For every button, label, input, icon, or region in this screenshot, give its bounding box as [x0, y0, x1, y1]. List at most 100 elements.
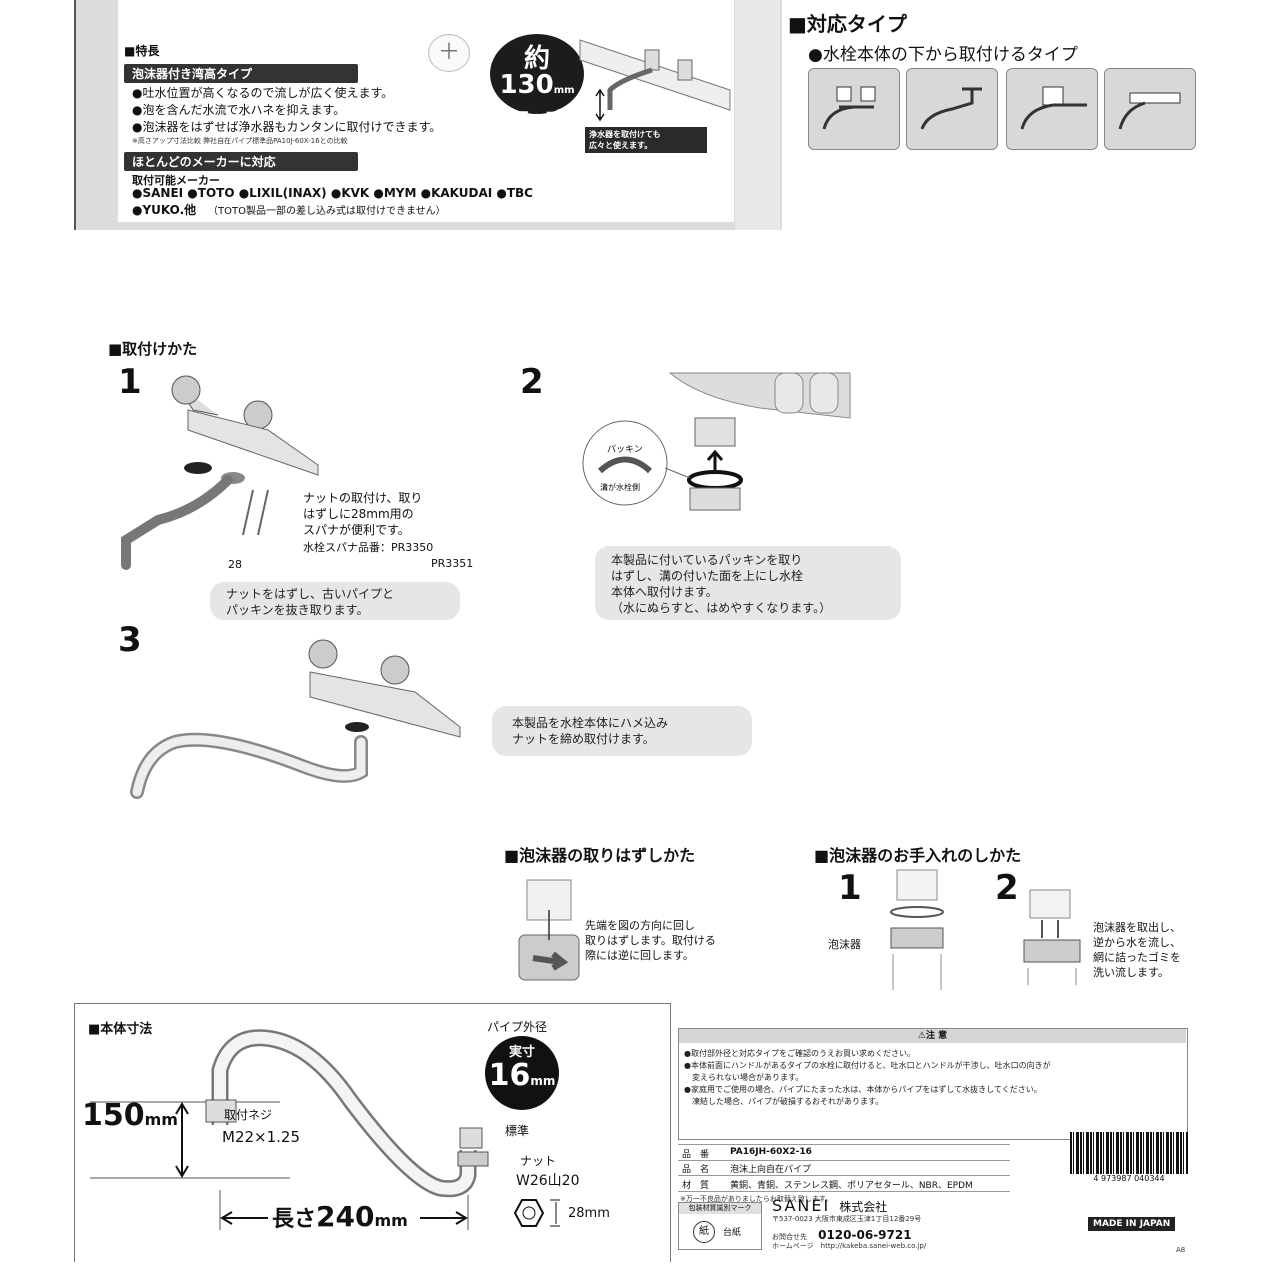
removal-text: 先端を図の方向に回し 取りはずします。取付ける 際には逆に回します。 — [585, 918, 716, 963]
spec-label: 品 名 — [682, 1165, 710, 1175]
nut-label: ナット — [520, 1154, 557, 1168]
note1-line-1: ナットをはずし、古いパイプと — [226, 587, 395, 601]
makers-yuko: ●YUKO.他 — [132, 203, 197, 217]
makers-line-2: ●YUKO.他 （TOTO製品一部の差し込み式は取付けできません） — [132, 201, 446, 218]
type-tile-2 — [906, 68, 998, 150]
purifier-tag-line-2: 広々と使えます。 — [589, 141, 653, 150]
plus-icon: ＋ — [437, 40, 460, 65]
barcode-bars — [1070, 1132, 1188, 1174]
company-web: ホームページ http://kakeba.sanei-web.co.jp/ — [772, 1242, 927, 1250]
spec-value: 泡沫上向自在パイプ — [730, 1165, 812, 1175]
care-text-line-4: 洗い流します。 — [1093, 966, 1169, 979]
purifier-tag: 浄水器を取付けても 広々と使えます。 — [585, 127, 707, 153]
feature-bar-aerator: 泡沫器付き湾高タイプ — [124, 64, 358, 83]
wrench-size: 28 — [228, 558, 242, 571]
wrench-text: ナットの取付け、取り はずしに28mm用の スパナが便利です。 水栓スパナ品番：… — [303, 490, 473, 572]
care-step-2: 2 — [995, 868, 1019, 908]
recycle-box: 包装材質識別マーク 紙 台紙 — [678, 1202, 762, 1250]
care-step-1: 1 — [838, 868, 862, 908]
makers-title: 取付可能メーカー — [132, 174, 220, 187]
pipe-od-label: パイプ外径 — [487, 1020, 548, 1034]
faucet-sink-illustration — [579, 39, 731, 122]
features-side — [735, 0, 780, 230]
caution-line-3: 変えられない場合があります。 — [684, 1073, 804, 1082]
thread-label: 取付ネジ — [224, 1108, 273, 1122]
wrench-code-2: PR3351 — [431, 557, 474, 570]
feature-note: ※高さアップ寸法比較 弊社自在パイプ標準品PA10J-60X-16との比較 — [132, 137, 348, 145]
od-badge: 実寸 16mm — [485, 1036, 559, 1110]
makers-line-1: ●SANEI ●TOTO ●LIXIL(INAX) ●KVK ●MYM ●KAK… — [132, 186, 533, 200]
feature-bullet-3: ●泡沫器をはずせば浄水器もカンタンに取付けできます。 — [132, 120, 442, 134]
company-name: SANEI 株式会社 — [772, 1196, 887, 1215]
groove-label: 溝が水栓側 — [600, 483, 640, 492]
od-badge-value: 16 — [488, 1058, 531, 1093]
removal-text-line-3: 際には逆に回します。 — [585, 949, 694, 962]
thread-value: M22×1.25 — [222, 1128, 300, 1146]
packing-label: パッキン — [607, 445, 643, 455]
feature-bullet-2: ●泡を含んだ水流で水ハネを抑えます。 — [132, 103, 346, 117]
faucet-wall-icon — [1118, 92, 1181, 130]
note2-line-4: （水にぬらすと、はめやすくなります。） — [611, 601, 832, 615]
install-step-1: 1 — [118, 362, 142, 402]
standard-label: 標準 — [505, 1124, 530, 1138]
barcode-number: 4 973987 040344 — [1093, 1174, 1165, 1183]
caution-lines: ●取付部外径と対応タイプをご確認のうえお買い求めください。 ●本体前面にハンドル… — [684, 1048, 1051, 1108]
height-dimension: 150mm — [82, 1098, 178, 1133]
spec-label: 材 質 — [682, 1181, 710, 1191]
nut-value: W26山20 — [516, 1173, 580, 1189]
step1-illustration — [121, 375, 319, 570]
faucet-single-icon — [920, 87, 982, 130]
care-step2-illustration — [1023, 889, 1081, 985]
height-up-badge: 約130mm アップ — [490, 34, 584, 127]
care-text: 泡沫器を取出し、 逆から水を流し、 網に詰ったゴミを 洗い流します。 — [1093, 920, 1181, 980]
care-heading: ■泡沫器のお手入れのしかた — [814, 846, 1022, 865]
note2-line-1: 本製品に付いているパッキンを取り — [611, 553, 803, 567]
spec-row-material: 材 質 黄銅、青銅、ステンレス鋼、ポリアセタール、NBR、EPDM — [678, 1176, 1010, 1192]
type-tile-4 — [1104, 68, 1196, 150]
install-note-3: 本製品を水栓本体にハメ込み ナットを締め取付けます。 — [492, 706, 752, 756]
badge-value: 約130 — [499, 44, 554, 100]
company-suffix: 株式会社 — [839, 1200, 888, 1214]
features-inner — [118, 0, 734, 222]
removal-heading: ■泡沫器の取りはずしかた — [504, 846, 696, 865]
company-phone-row: お問合せ先 0120-06-9721 — [772, 1224, 912, 1243]
dimensions-panel — [74, 1003, 671, 1262]
removal-illustration — [518, 879, 580, 981]
phone-label: お問合せ先 — [772, 1233, 807, 1241]
feature-bar-makers: ほとんどのメーカーに対応 — [124, 152, 358, 171]
type-tile-3 — [1006, 68, 1098, 150]
features-heading: ■特長 — [124, 44, 160, 58]
aerator-label: 泡沫器 — [828, 938, 861, 951]
care-text-line-2: 逆から水を流し、 — [1093, 936, 1181, 949]
od-badge-unit: mm — [530, 1074, 556, 1088]
recycle-label: 包装材質識別マーク — [679, 1203, 761, 1214]
step3-illustration — [130, 639, 461, 799]
wrench-code-label: 水栓スパナ品番：PR3350 — [303, 541, 434, 554]
install-note-2: 本製品に付いているパッキンを取り はずし、溝の付いた面を上にし水栓 本体へ取付け… — [595, 546, 901, 620]
wrench-text-line-3: スパナが便利です。 — [303, 523, 410, 537]
caution-line-2: ●本体前面にハンドルがあるタイプの水栓に取付けると、吐水口とハンドルが干渉し、吐… — [684, 1061, 1051, 1070]
note3-line-1: 本製品を水栓本体にハメ込み — [512, 716, 669, 730]
spec-value: PA16JH-60X2-16 — [730, 1147, 812, 1157]
removal-text-line-1: 先端を図の方向に回し — [585, 919, 695, 932]
company-logo: SANEI — [772, 1196, 831, 1215]
dimensions-heading: ■本体寸法 — [88, 1022, 153, 1037]
badge-label: アップ — [512, 108, 561, 127]
install-heading: ■取付けかた — [108, 340, 198, 358]
types-subtitle: ●水栓本体の下から取付けるタイプ — [808, 45, 1078, 65]
caution-title: ⚠注 意 — [679, 1029, 1186, 1043]
badge-unit: mm — [553, 85, 575, 96]
faucet-lever-icon — [1020, 86, 1087, 130]
note3-line-2: ナットを締め取付けます。 — [512, 732, 655, 746]
makers-note: （TOTO製品一部の差し込み式は取付けできません） — [208, 206, 446, 217]
missing-note: ※万一不良品がありましたらお取替え致します。 — [680, 1195, 833, 1203]
height-unit: mm — [144, 1110, 178, 1129]
length-unit: mm — [374, 1211, 408, 1230]
feature-bullet-1: ●吐水位置が高くなるので流しが広く使えます。 — [132, 86, 394, 100]
care-text-line-1: 泡沫器を取出し、 — [1093, 921, 1181, 934]
faucet-two-handle-icon — [822, 86, 876, 130]
types-heading: ■対応タイプ — [788, 12, 907, 36]
note2-line-3: 本体へ取付けます。 — [611, 585, 718, 599]
barcode: 4 973987 040344 — [1070, 1132, 1188, 1184]
paper-label: 台紙 — [723, 1228, 742, 1238]
